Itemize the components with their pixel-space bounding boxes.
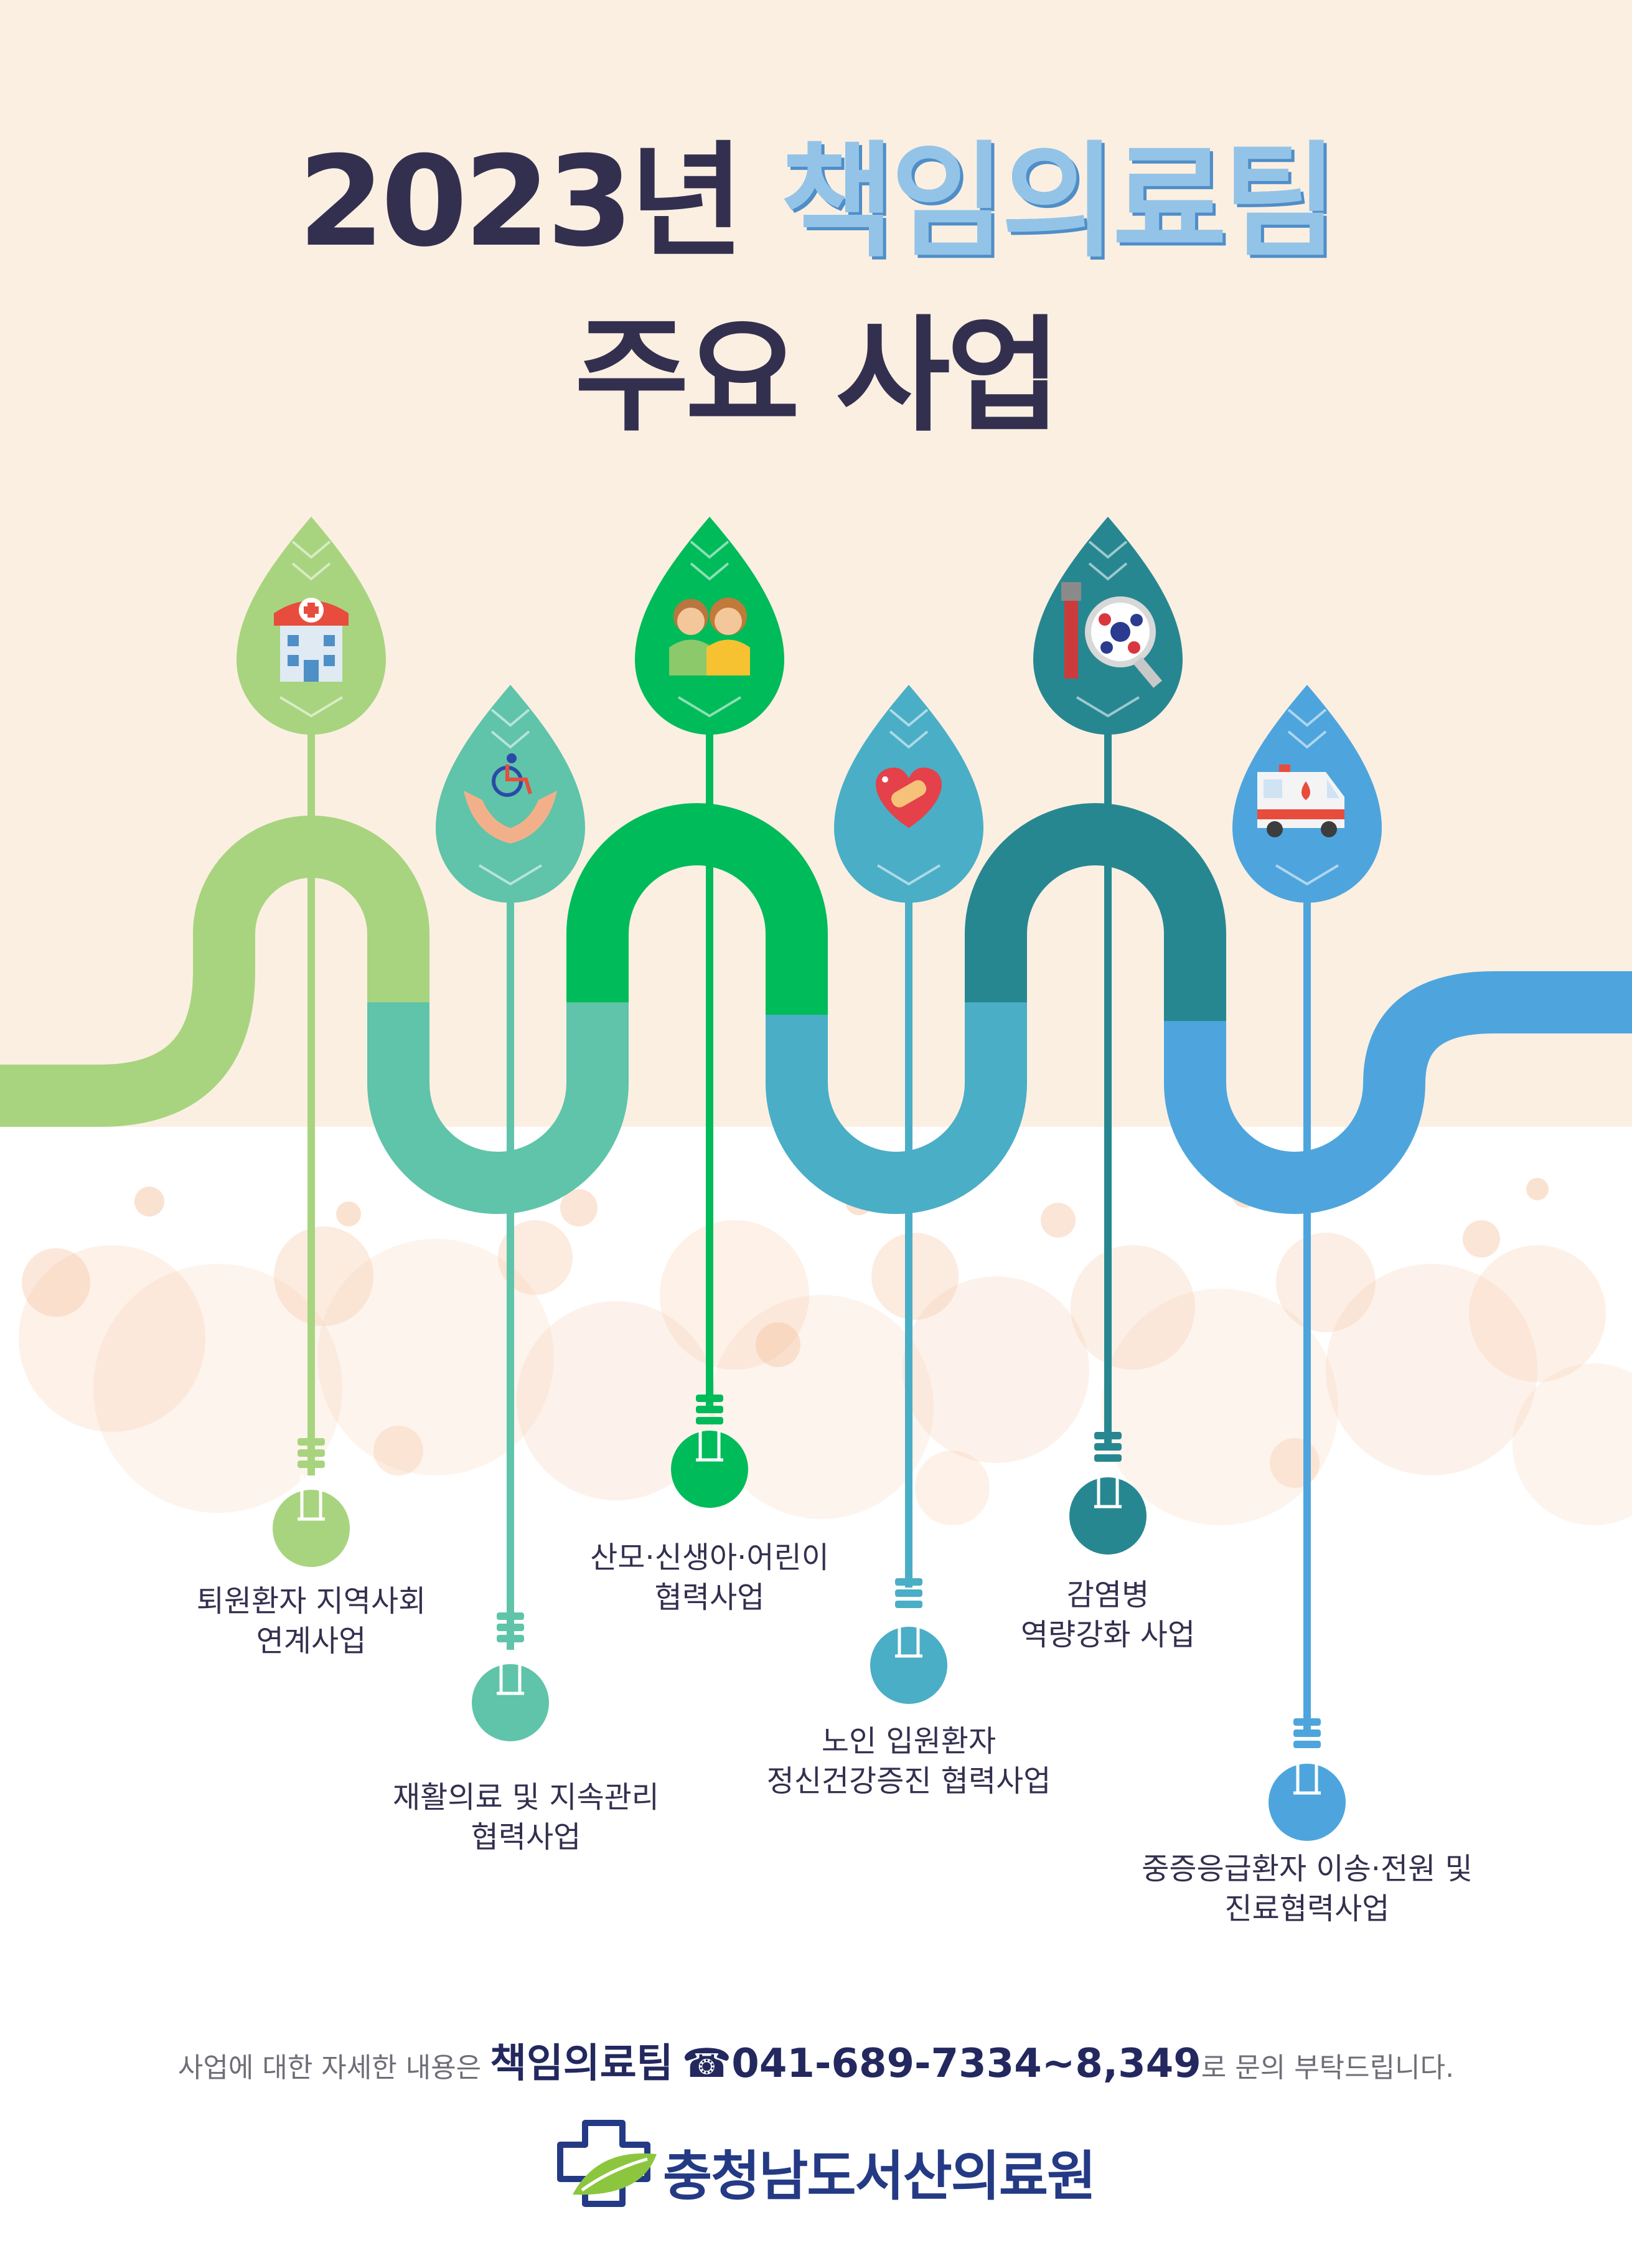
phone-icon: ☎ <box>682 2041 732 2087</box>
bokeh-circles <box>19 1178 1632 1525</box>
wheelchair-hands-icon <box>464 753 557 844</box>
leaf-veins <box>279 540 1339 886</box>
bulb-6 <box>1269 1718 1346 1841</box>
project-label-2: 재활의료 및 지속관리 협력사업 <box>393 1777 659 1857</box>
contact-prefix: 사업에 대한 자세한 내용은 <box>177 2052 490 2084</box>
bandaged-heart-icon <box>876 767 942 828</box>
project-label-4-line2: 정신건강증진 협력사업 <box>766 1764 1051 1799</box>
bulb-3 <box>671 1395 748 1508</box>
bulbs <box>273 1395 1346 1841</box>
bulb-1 <box>273 1438 350 1567</box>
virus-magnifier-icon <box>1061 582 1162 688</box>
contact-team: 책임의료팀 <box>490 2041 673 2087</box>
contact-info: 사업에 대한 자세한 내용은 책임의료팀 ☎041-689-7334~8,349… <box>0 2036 1632 2096</box>
title-year: 2023년 <box>298 129 744 275</box>
project-label-3-line2: 협력사업 <box>654 1580 765 1615</box>
project-label-5-line2: 역량강화 사업 <box>1020 1617 1196 1652</box>
project-label-1-line1: 퇴원환자 지역사회 <box>196 1584 426 1619</box>
bulb-4 <box>870 1578 947 1704</box>
stems <box>307 722 1311 1737</box>
project-label-4-line1: 노인 입원환자 <box>821 1724 997 1759</box>
project-label-5-line1: 감염병 <box>1066 1578 1150 1612</box>
wavy-pipe <box>0 803 1632 1214</box>
hospital-icon <box>274 598 349 682</box>
bulb-5 <box>1069 1432 1147 1555</box>
project-label-1-line2: 연계사업 <box>256 1624 367 1659</box>
children-icon <box>669 598 750 675</box>
project-label-6-line1: 중증응급환자 이송·전원 및 <box>1142 1852 1473 1886</box>
contact-suffix: 로 문의 부탁드립니다. <box>1201 2052 1455 2084</box>
project-label-2-line2: 협력사업 <box>471 1820 581 1855</box>
project-label-6-line2: 진료협력사업 <box>1224 1891 1390 1926</box>
project-label-1: 퇴원환자 지역사회 연계사업 <box>197 1581 426 1661</box>
project-label-3: 산모·신생아·어린이 협력사업 <box>590 1538 829 1617</box>
contact-phone[interactable]: 041-689-7334~8,349 <box>731 2041 1201 2087</box>
project-label-3-line1: 산모·신생아·어린이 <box>590 1540 829 1575</box>
project-label-4: 노인 입원환자 정신건강증진 협력사업 <box>767 1721 1051 1801</box>
project-label-5: 감염병 역량강화 사업 <box>1021 1575 1195 1655</box>
leaves <box>237 517 1382 903</box>
page-title-line2: 주요 사업 <box>574 304 1061 449</box>
bulb-2 <box>472 1612 549 1741</box>
project-label-2-line1: 재활의료 및 지속관리 <box>393 1780 659 1815</box>
page-title-line1: 2023년 책임의료팀 <box>0 128 1632 277</box>
organization-name: 충청남도서산의료원 <box>663 2145 1096 2208</box>
project-label-6: 중증응급환자 이송·전원 및 진료협력사업 <box>1142 1849 1473 1929</box>
title-team: 책임의료팀 <box>780 129 1338 275</box>
ambulance-icon <box>1257 765 1344 837</box>
cross-leaf-logo-icon <box>557 2120 657 2207</box>
